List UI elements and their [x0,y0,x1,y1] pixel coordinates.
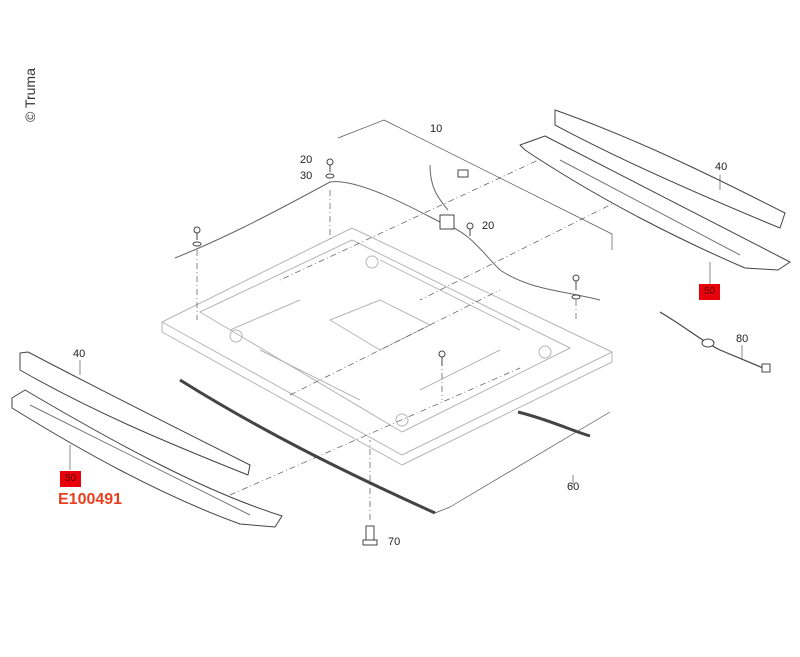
label-cover-left: 50 [60,471,82,487]
switch-icon [439,214,455,230]
label-screw-switch: 20 [482,220,495,232]
label-screw-top: 20 [300,154,313,166]
frame-leader [337,119,613,250]
copyright-text: © Truma [22,68,38,122]
label-seal: 60 [567,481,580,493]
frame-part [161,227,613,466]
label-frame: 10 [430,123,443,135]
label-washer: 30 [300,170,313,182]
label-cable: 80 [736,333,749,345]
label-strip-left: 40 [73,348,86,360]
label-cover-right: 50 [699,284,721,300]
drawing-code: E100491 [58,491,123,508]
label-strip-right: 40 [715,161,728,173]
label-bolt: 70 [388,536,401,548]
screw-icons [192,158,581,546]
connector-icon [457,169,469,178]
